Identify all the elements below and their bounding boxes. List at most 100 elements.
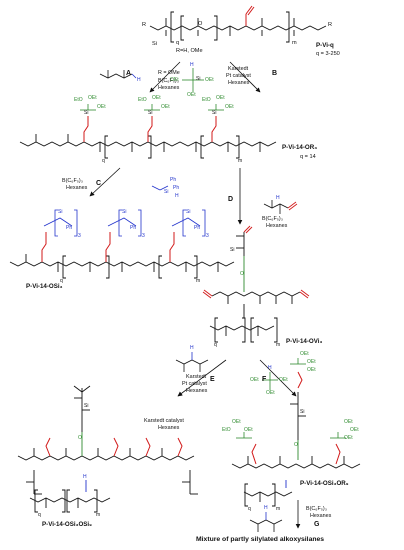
osi9-o-top: O <box>78 435 82 441</box>
osi9-h-bottom: H <box>83 474 87 480</box>
arrow-b <box>229 61 261 93</box>
or3-m-sub: m <box>238 158 243 164</box>
top-o-1: O <box>198 21 203 27</box>
p-vi-14-osi3or9-structure <box>231 392 361 507</box>
step-e-letter: E <box>210 376 215 383</box>
step-e-cond-1: Karstedt <box>186 374 207 380</box>
p-vi-14-osi3-structure <box>9 254 235 279</box>
step-b-cond-3: Hexanes <box>228 80 250 86</box>
or9-eto-left: EtO <box>222 427 231 433</box>
or9-m-sub: m <box>276 506 281 512</box>
or3-oet-2b: OEt <box>161 104 170 110</box>
osi3-cages <box>43 209 206 237</box>
step-b-cond-2: Pt catalyst <box>226 73 251 79</box>
arrow-c <box>89 167 121 197</box>
reagent-d-vinyl-disiloxane <box>263 200 298 214</box>
step-b-cond-1: Karstedt <box>228 66 249 72</box>
reagent-b-oet-1: OEt <box>170 77 179 83</box>
or3-oet-2a: OEt <box>152 95 161 101</box>
step-d-cond-1: B(C₆F₅)₃ <box>262 216 283 222</box>
polymer-label-p-vi-q: P-Vi-q <box>316 42 334 49</box>
top-m-sub: m <box>292 40 297 46</box>
or9-oet-left-2: OEt <box>244 427 253 433</box>
or3-siloxy-heads <box>80 104 224 111</box>
osi3or9-tethers <box>251 371 341 465</box>
top-q-sub: q <box>176 40 180 46</box>
osi3-three-1: 3 <box>78 233 81 239</box>
or9-oet-top-2: OEt <box>307 359 316 365</box>
reagent-f-oet-1: OEt <box>279 377 288 383</box>
label-p-vi-14-osi3osi9: P-Vi-14-OSi₃OSi₉ <box>42 521 92 528</box>
label-p-vi-14-or3: P-Vi-14-OR₃ <box>282 144 318 151</box>
step-f-cond-1: Karstedt catalyst <box>144 418 184 424</box>
reagent-a-h: H <box>137 77 141 83</box>
reagent-c-ph-1: Ph <box>170 177 177 183</box>
or3-q-sub: q <box>102 158 105 164</box>
osi3-q-sub: q <box>60 278 63 284</box>
step-b-letter: B <box>272 70 278 77</box>
or3-eto-3: EtO <box>202 97 211 103</box>
reagent-b-triethoxysilane <box>182 68 204 92</box>
osi3-ph-1: Ph <box>66 225 73 231</box>
step-g-cond-2: Hexanes <box>310 513 332 519</box>
or3-tethers <box>83 116 217 142</box>
ovi3-q-sub: q <box>214 342 217 348</box>
step-e-cond-3: Hexanes <box>186 388 208 394</box>
reagent-f-oet-3: OEt <box>266 390 275 396</box>
osi3osi9-tethers <box>45 437 183 457</box>
ovi3-o-top: O <box>240 271 244 277</box>
reagent-g-h: H <box>264 505 268 511</box>
step-a-cond-2: B(C₆F₅)₃ <box>158 78 179 84</box>
osi9-si-top: Si <box>84 403 89 409</box>
step-c-cond-2: Hexanes <box>66 185 88 191</box>
osi3-ph-3: Ph <box>194 225 201 231</box>
reagent-e-disiloxane <box>175 352 209 372</box>
reagent-a-disiloxane <box>99 70 137 79</box>
osi3-si-2: Si <box>122 209 127 215</box>
step-d-cond-2: Hexanes <box>266 223 288 229</box>
or3-q-note: q = 14 <box>300 154 316 160</box>
or3-oet-1a: OEt <box>88 95 97 101</box>
reagent-f-oet-2: OEt <box>250 377 259 383</box>
p-vi-14-osi3osi9-structure <box>17 385 198 513</box>
or9-oet-right-2: OEt <box>350 427 359 433</box>
reagent-d-h: H <box>276 195 280 201</box>
osi9-q-sub: q <box>38 512 41 518</box>
reagent-e-h: H <box>190 345 194 351</box>
step-c-cond-1: B(C₆F₅)₃ <box>62 178 83 184</box>
reagent-f-triethoxysilane <box>262 372 278 390</box>
arrow-f <box>259 359 297 397</box>
reagent-b-oet-2: OEt <box>205 77 214 83</box>
ovi3-si-top: Si <box>230 247 235 253</box>
r-right-label: R <box>328 22 333 28</box>
substituent-note: R=H, OMe <box>176 48 203 54</box>
reagent-c-h: H <box>175 193 179 199</box>
reagent-b-h: H <box>190 62 194 68</box>
osi3-si-3: Si <box>186 209 191 215</box>
step-f-cond-2: Hexanes <box>158 425 180 431</box>
or9-o-mid: O <box>294 442 298 448</box>
reagent-c-ph-2: Ph <box>173 185 180 191</box>
step-d-letter: D <box>228 196 234 203</box>
osi3-ph-2: Ph <box>130 225 137 231</box>
osi3-three-3: 3 <box>206 233 209 239</box>
or9-oet-right-1: OEt <box>344 419 353 425</box>
p-vi-14-ovi3-structure <box>202 225 310 343</box>
or3-eto-1: EtO <box>74 97 83 103</box>
step-g-cond-1: B(C₆F₅)₃ <box>306 506 327 512</box>
or3-oet-1b: OEt <box>97 104 106 110</box>
label-p-vi-14-osi3or9: P-Vi-14-OSi₃OR₉ <box>300 480 349 487</box>
or3-eto-2: EtO <box>138 97 147 103</box>
step-c-letter: C <box>96 180 102 187</box>
osi9-m-sub: m <box>96 512 101 518</box>
reagent-c-diphenylsilane <box>151 185 169 191</box>
arrow-a <box>149 61 181 93</box>
ovi3-m-sub: m <box>276 342 281 348</box>
or9-q-sub: q <box>248 506 251 512</box>
step-g-letter: G <box>314 521 320 528</box>
or9-si-mid: Si <box>300 409 305 415</box>
q-range-note: q = 3-250 <box>316 51 340 57</box>
label-p-vi-14-ovi3: P-Vi-14-OVi₃ <box>286 338 323 345</box>
